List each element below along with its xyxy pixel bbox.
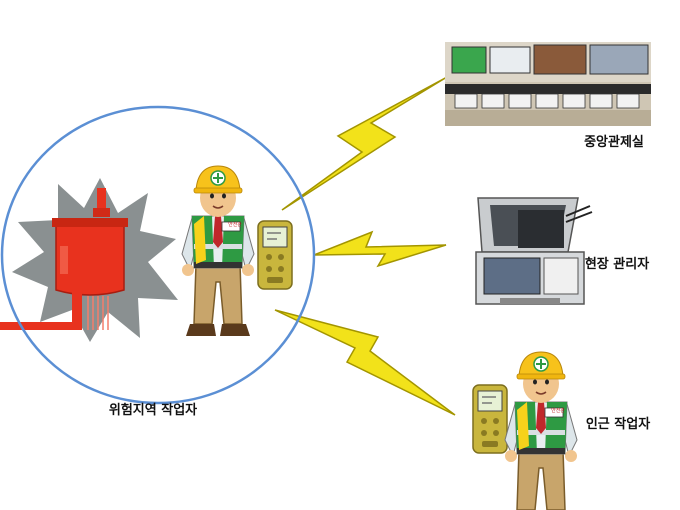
control-room-label: 중앙관제실 [584,134,644,150]
wireless-link-site-manager [313,230,447,268]
danger-zone-circle [0,105,316,405]
nearby-gas-detector-icon [472,384,508,454]
nearby-worker-label: 인근 작업자 [586,416,650,432]
danger-zone-worker-badge: 안전관 [228,221,242,228]
danger-zone-worker-icon [181,165,255,337]
nearby-worker-icon [504,351,578,510]
hazard-equipment-icon [0,188,128,330]
control-room-monitor-wall-icon [445,42,651,126]
site-manager-label: 현장 관리자 [585,256,649,272]
danger-zone-worker-label: 위험지역 작업자 [109,402,197,418]
wireless-link-control-room [281,76,448,211]
briefcase-monitoring-station-icon [475,197,593,305]
danger-zone-gas-detector-icon [257,220,293,290]
wireless-link-nearby-worker [274,309,456,416]
nearby-worker-badge: 안전관 [551,407,565,414]
